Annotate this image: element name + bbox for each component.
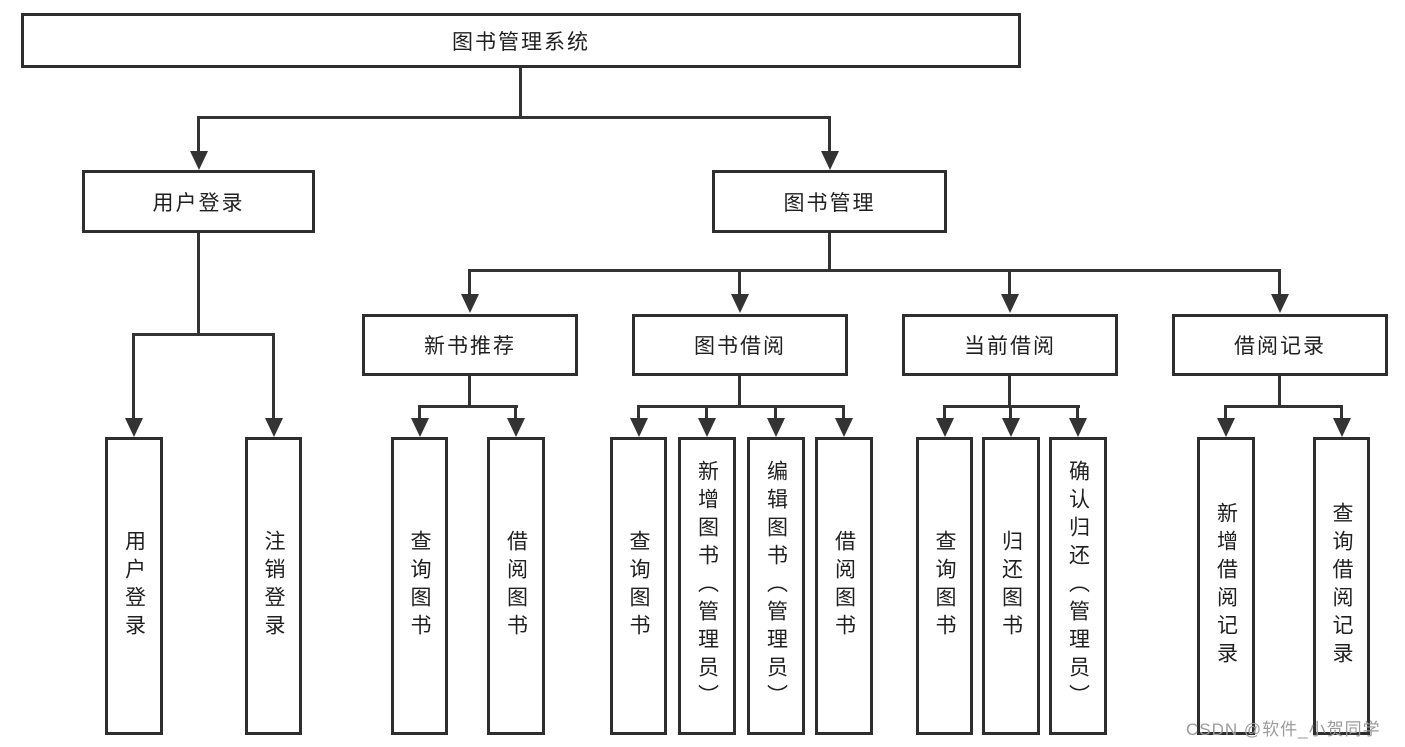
connector-line <box>468 376 471 408</box>
leaf-borrow-book-label: 借阅图书 <box>832 530 856 642</box>
leaf-query-book-current-label: 查询图书 <box>933 530 956 642</box>
leaf-borrow-book-recommend-label: 借阅图书 <box>504 530 528 642</box>
arrowhead-icon <box>265 418 283 437</box>
connector-line <box>828 116 831 154</box>
connector-line <box>1009 405 1012 421</box>
leaf-logout-label: 注销登录 <box>262 530 285 642</box>
node-root: 图书管理系统 <box>21 13 1021 68</box>
connector-line <box>1076 405 1079 421</box>
leaf-add-book-admin-label: 新增图书（管理员） <box>695 460 719 712</box>
arrowhead-icon <box>1333 418 1351 437</box>
arrowhead-icon <box>125 418 143 437</box>
leaf-return-book-label: 归还图书 <box>999 530 1023 642</box>
arrowhead-icon <box>835 418 853 437</box>
node-user-login-label: 用户登录 <box>152 191 245 215</box>
arrowhead-icon <box>1271 294 1289 313</box>
arrowhead-icon <box>507 418 525 437</box>
arrowhead-icon <box>411 418 429 437</box>
node-book-borrow: 图书借阅 <box>632 314 848 376</box>
node-new-book-recommend: 新书推荐 <box>362 314 578 376</box>
connector-line <box>132 333 274 336</box>
leaf-confirm-return-admin-label: 确认归还（管理员） <box>1066 460 1090 712</box>
node-user-login: 用户登录 <box>82 170 315 233</box>
connector-line <box>468 269 471 297</box>
leaf-query-book-borrow-label: 查询图书 <box>627 530 650 642</box>
connector-line <box>705 405 708 421</box>
arrowhead-icon <box>821 151 839 170</box>
connector-line <box>1224 405 1343 408</box>
node-book-management: 图书管理 <box>712 170 947 233</box>
leaf-add-book-admin: 新增图书（管理员） <box>678 437 736 735</box>
leaf-query-book-borrow: 查询图书 <box>610 437 667 735</box>
connector-line <box>943 405 946 421</box>
arrowhead-icon <box>1217 418 1235 437</box>
node-book-management-label: 图书管理 <box>783 191 876 215</box>
connector-line <box>637 405 845 408</box>
connector-line <box>1008 269 1011 297</box>
connector-line <box>197 233 200 336</box>
leaf-edit-book-admin-label: 编辑图书（管理员） <box>764 460 788 712</box>
connector-line <box>132 333 135 420</box>
node-root-label: 图书管理系统 <box>452 30 590 54</box>
node-borrow-record-label: 借阅记录 <box>1234 335 1326 358</box>
arrowhead-icon <box>1001 294 1019 313</box>
arrowhead-icon <box>1002 418 1020 437</box>
connector-line <box>637 405 640 421</box>
connector-line <box>738 376 741 408</box>
leaf-query-borrow-record-label: 查询借阅记录 <box>1330 502 1353 670</box>
leaf-borrow-book: 借阅图书 <box>815 437 873 735</box>
connector-line <box>514 405 517 421</box>
connector-line <box>197 116 200 154</box>
csdn-watermark: CSDN @软件_小贺同学 <box>1186 720 1381 739</box>
node-book-borrow-label: 图书借阅 <box>694 335 786 358</box>
node-borrow-record: 借阅记录 <box>1172 314 1388 376</box>
connector-line <box>1278 269 1281 297</box>
leaf-user-login: 用户登录 <box>105 437 163 735</box>
connector-line <box>1278 376 1281 408</box>
leaf-return-book: 归还图书 <box>982 437 1040 735</box>
arrowhead-icon <box>731 294 749 313</box>
leaf-confirm-return-admin: 确认归还（管理员） <box>1049 437 1107 735</box>
leaf-borrow-book-recommend: 借阅图书 <box>487 437 545 735</box>
node-new-book-recommend-label: 新书推荐 <box>424 335 516 358</box>
node-current-borrow: 当前借阅 <box>902 314 1118 376</box>
leaf-query-borrow-record: 查询借阅记录 <box>1313 437 1370 735</box>
leaf-user-login-label: 用户登录 <box>122 530 146 642</box>
connector-line <box>1008 376 1011 408</box>
connector-line <box>418 405 518 408</box>
connector-line <box>468 269 1281 272</box>
connector-line <box>774 405 777 421</box>
node-current-borrow-label: 当前借阅 <box>964 335 1056 358</box>
leaf-query-book-recommend-label: 查询图书 <box>408 530 431 642</box>
connector-line <box>1340 405 1343 421</box>
leaf-add-borrow-record-label: 新增借阅记录 <box>1214 502 1238 670</box>
connector-line <box>418 405 421 421</box>
connector-line <box>1224 405 1227 421</box>
arrowhead-icon <box>630 418 648 437</box>
arrowhead-icon <box>767 418 785 437</box>
arrowhead-icon <box>461 294 479 313</box>
leaf-query-book-current: 查询图书 <box>916 437 973 735</box>
connector-line <box>272 333 275 420</box>
connector-line <box>738 269 741 297</box>
arrowhead-icon <box>698 418 716 437</box>
connector-line <box>842 405 845 421</box>
arrowhead-icon <box>190 151 208 170</box>
arrowhead-icon <box>1069 418 1087 437</box>
connector-line <box>519 68 522 118</box>
leaf-edit-book-admin: 编辑图书（管理员） <box>747 437 805 735</box>
connector-line <box>828 233 831 272</box>
leaf-add-borrow-record: 新增借阅记录 <box>1197 437 1255 735</box>
arrowhead-icon <box>936 418 954 437</box>
leaf-logout: 注销登录 <box>245 437 302 735</box>
connector-line <box>197 116 831 119</box>
leaf-query-book-recommend: 查询图书 <box>391 437 448 735</box>
